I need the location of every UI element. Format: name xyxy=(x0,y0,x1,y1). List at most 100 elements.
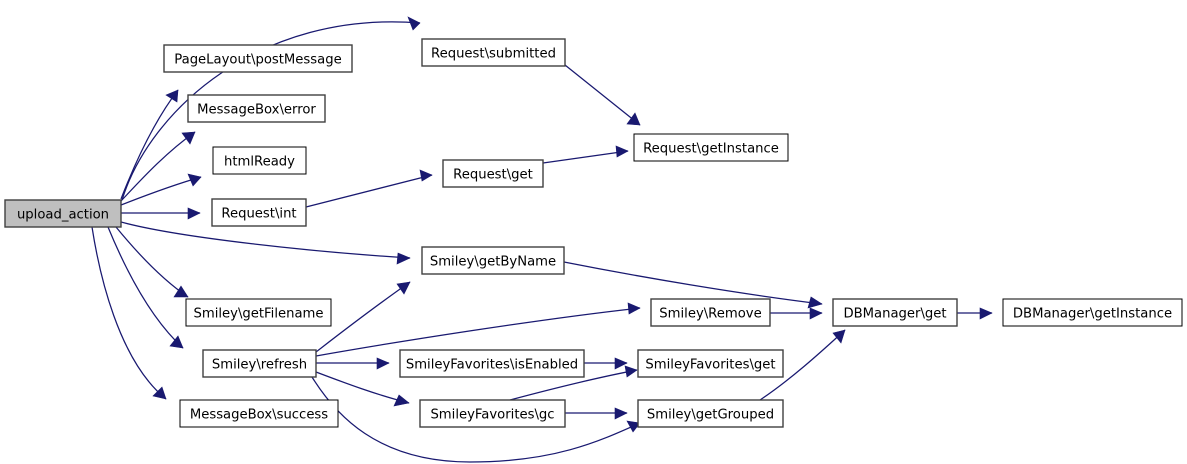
node-label: htmlReady xyxy=(224,155,295,170)
arrowhead-icon xyxy=(173,285,189,298)
node-box[interactable] xyxy=(399,349,585,378)
edge-request_int-to-request_get xyxy=(305,169,433,208)
edge-line xyxy=(564,64,641,126)
node-box[interactable] xyxy=(832,298,958,327)
edge-smiley_getbyname-to-dbmanager_get xyxy=(563,261,823,309)
node-box[interactable] xyxy=(211,198,307,227)
node-label: Request\int xyxy=(221,207,296,222)
arrowhead-icon xyxy=(407,16,421,31)
node-box[interactable] xyxy=(4,199,122,228)
edge-request_submitted-to-request_getinstance xyxy=(564,64,641,126)
arrowhead-icon xyxy=(419,169,433,182)
node-label: PageLayout\postMessage xyxy=(174,53,341,68)
arrowhead-icon xyxy=(615,145,629,158)
node-smiley_getfilename[interactable]: Smiley\getFilename xyxy=(185,298,332,327)
edge-smiley_refresh-to-smileyfavorites_gc xyxy=(315,371,410,407)
arrowhead-icon xyxy=(979,307,993,320)
node-dbmanager_getinstance[interactable]: DBManager\getInstance xyxy=(1002,298,1183,327)
arrowhead-icon xyxy=(807,296,823,309)
node-request_submitted[interactable]: Request\submitted xyxy=(421,38,566,67)
node-dbmanager_get[interactable]: DBManager\get xyxy=(832,298,958,327)
node-smiley_refresh[interactable]: Smiley\refresh xyxy=(202,349,317,378)
node-smileyfavorites_isenabled[interactable]: SmileyFavorites\isEnabled xyxy=(399,349,585,378)
edge-upload_action-to-htmlready xyxy=(120,173,202,206)
arrowhead-icon xyxy=(627,302,641,315)
edge-dbmanager_get-to-dbmanager_getinstance xyxy=(957,307,993,320)
arrowhead-icon xyxy=(152,386,167,400)
edge-line xyxy=(120,89,179,200)
arrowhead-icon xyxy=(165,89,179,103)
node-label: DBManager\get xyxy=(843,307,946,322)
node-messagebox_error[interactable]: MessageBox\error xyxy=(187,94,326,123)
node-pagelayout_postmessage[interactable]: PageLayout\postMessage xyxy=(163,44,353,73)
node-smiley_getgrouped[interactable]: Smiley\getGrouped xyxy=(637,399,784,428)
edge-upload_action-to-request_submitted xyxy=(121,16,421,201)
arrowhead-icon xyxy=(626,420,641,433)
node-label: MessageBox\error xyxy=(197,103,316,118)
arrowhead-icon xyxy=(626,112,641,126)
arrowhead-icon xyxy=(624,365,638,378)
node-box[interactable] xyxy=(637,399,784,428)
node-htmlready[interactable]: htmlReady xyxy=(212,146,307,175)
arrowhead-icon xyxy=(187,207,201,220)
node-smiley_remove[interactable]: Smiley\Remove xyxy=(650,298,771,327)
arrowhead-icon xyxy=(187,173,202,187)
node-label: Smiley\Remove xyxy=(659,307,761,322)
node-box[interactable] xyxy=(637,349,784,378)
node-box[interactable] xyxy=(419,399,566,428)
node-label: SmileyFavorites\isEnabled xyxy=(406,358,578,373)
node-label: upload_action xyxy=(17,208,109,223)
edge-line xyxy=(315,371,410,404)
node-box[interactable] xyxy=(179,399,339,428)
node-box[interactable] xyxy=(421,246,565,275)
edge-upload_action-to-smiley_getfilename xyxy=(115,226,189,298)
node-smileyfavorites_gc[interactable]: SmileyFavorites\gc xyxy=(419,399,566,428)
arrowhead-icon xyxy=(832,329,846,344)
edge-line xyxy=(315,281,411,353)
node-box[interactable] xyxy=(1002,298,1183,327)
arrowhead-icon xyxy=(169,335,184,349)
edge-line xyxy=(107,226,184,349)
arrowhead-icon xyxy=(614,357,628,370)
arrowhead-icon xyxy=(614,407,628,420)
edge-smileyfavorites_gc-to-smileyfavorites_get xyxy=(509,365,638,401)
node-request_get[interactable]: Request\get xyxy=(442,159,544,188)
node-box[interactable] xyxy=(650,298,771,327)
arrowhead-icon xyxy=(181,131,196,145)
node-label: Smiley\getFilename xyxy=(193,307,323,322)
edge-smileyfavorites_isenabled-to-smileyfavorites_get xyxy=(584,357,628,370)
node-box[interactable] xyxy=(187,94,326,123)
node-label: SmileyFavorites\gc xyxy=(430,408,554,423)
edge-line xyxy=(115,226,189,298)
node-label: Smiley\getGrouped xyxy=(647,408,774,423)
node-box[interactable] xyxy=(442,159,544,188)
node-smileyfavorites_get[interactable]: SmileyFavorites\get xyxy=(637,349,784,378)
arrowhead-icon xyxy=(809,307,823,320)
edge-line xyxy=(121,21,421,201)
node-messagebox_success[interactable]: MessageBox\success xyxy=(179,399,339,428)
node-smiley_getbyname[interactable]: Smiley\getByName xyxy=(421,246,565,275)
node-label: Request\submitted xyxy=(431,47,556,62)
node-label: Request\getInstance xyxy=(643,142,779,157)
node-box[interactable] xyxy=(163,44,353,73)
node-label: Smiley\getByName xyxy=(430,255,556,270)
edge-smiley_refresh-to-smileyfavorites_isenabled xyxy=(316,357,390,370)
node-label: MessageBox\success xyxy=(190,408,328,423)
node-request_int[interactable]: Request\int xyxy=(211,198,307,227)
node-box[interactable] xyxy=(633,133,789,162)
node-box[interactable] xyxy=(212,146,307,175)
node-box[interactable] xyxy=(421,38,566,67)
node-box[interactable] xyxy=(185,298,332,327)
edge-smiley_getgrouped-to-dbmanager_get xyxy=(759,329,846,401)
node-box[interactable] xyxy=(202,349,317,378)
edges-layer xyxy=(91,16,993,463)
node-request_getinstance[interactable]: Request\getInstance xyxy=(633,133,789,162)
edge-smiley_remove-to-dbmanager_get xyxy=(770,307,823,320)
edge-upload_action-to-messagebox_success xyxy=(91,226,167,400)
node-upload_action[interactable]: upload_action xyxy=(4,199,122,228)
arrowhead-icon xyxy=(393,394,410,407)
edge-line xyxy=(120,221,411,259)
edge-line xyxy=(563,261,823,305)
